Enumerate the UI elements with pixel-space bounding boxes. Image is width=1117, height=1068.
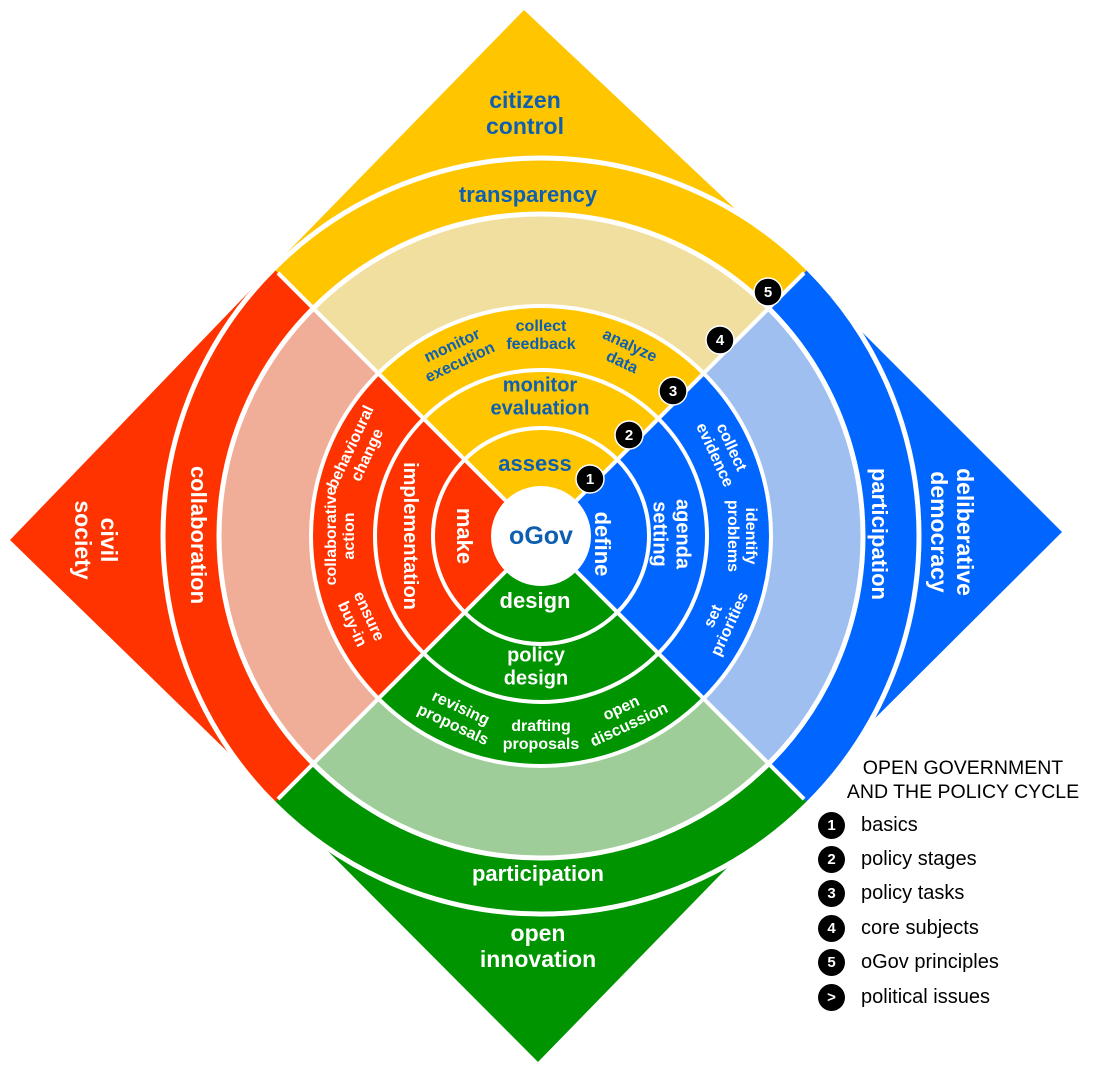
legend-title: OPEN GOVERNMENT AND THE POLICY CYCLE (818, 756, 1108, 804)
legend-label: basics (861, 813, 918, 836)
quadrant-divider (276, 271, 508, 503)
quadrant-divider (276, 569, 508, 801)
ring-separator (216, 211, 866, 861)
legend-title-line-1: OPEN GOVERNMENT (862, 757, 1064, 779)
level-badge-number: 1 (586, 471, 594, 488)
level-badge (705, 325, 735, 355)
level-badge (614, 420, 644, 450)
level-badge-number: 2 (625, 427, 633, 444)
level-badge (658, 376, 688, 406)
ring-separator (309, 304, 773, 768)
level-badge-number: 5 (764, 284, 772, 301)
legend-badge: > (818, 983, 845, 1011)
principle-label-top: transparency (459, 182, 598, 207)
level-badge-number: 4 (716, 332, 725, 349)
corner-label-right: deliberativedemocracy (926, 468, 978, 596)
legend-item-political-issues: > political issues (818, 980, 1108, 1014)
legend-badge: 2 (818, 846, 845, 874)
corner-label-left: civilsociety (70, 500, 122, 579)
quadrant-divider (574, 569, 806, 801)
principle-label-bottom: participation (472, 861, 604, 886)
stage-label-top: assess (498, 451, 571, 476)
sector-layer (10, 10, 1062, 1062)
center-label: oGov (509, 522, 573, 550)
legend-item-core-subjects: 4 core subjects (818, 911, 1108, 945)
legend-badge: 3 (818, 880, 845, 908)
ring-separator (431, 426, 651, 646)
divider-layer (160, 155, 922, 917)
subject-label-left: implementation (399, 462, 421, 610)
legend-item-ogov-principles: 5 oGov principles (818, 946, 1108, 980)
legend-item-basics: 1 basics (818, 808, 1108, 842)
stage-label-bottom: design (500, 588, 571, 613)
legend-badge: 5 (818, 949, 845, 977)
task-label-left: collaborativeaction (323, 487, 358, 586)
stage-ring-bottom (464, 536, 618, 645)
subject-label-right: agendasetting (648, 499, 693, 570)
principle-label-right: participation (867, 468, 892, 600)
task-label-right: identifyproblems (724, 500, 759, 572)
stage-label-right: define (590, 512, 615, 577)
legend-title-line-2: AND THE POLICY CYCLE (846, 781, 1080, 803)
legend-label: policy stages (861, 848, 977, 871)
legend-label: oGov principles (861, 951, 999, 974)
stage-ring-top (464, 428, 618, 536)
level-badge (753, 277, 783, 307)
legend-label: political issues (861, 985, 990, 1008)
legend-badge: 4 (818, 914, 845, 942)
legend-badge: 1 (818, 811, 845, 839)
legend-item-policy-stages: 2 policy stages (818, 842, 1108, 876)
level-badge (575, 464, 605, 494)
ring-separator (160, 155, 922, 917)
legend-item-policy-tasks: 3 policy tasks (818, 877, 1108, 911)
legend-label: policy tasks (861, 882, 965, 905)
center-disc (491, 486, 591, 586)
stage-label-left: make (452, 508, 477, 564)
ring-separator (373, 368, 709, 704)
legend-label: core subjects (861, 916, 979, 939)
principle-label-left: collaboration (186, 466, 211, 604)
stage-ring-right (541, 459, 650, 613)
stage-ring-left (432, 459, 541, 613)
level-badge-number: 3 (669, 383, 677, 400)
legend: OPEN GOVERNMENT AND THE POLICY CYCLE 1 b… (818, 756, 1108, 1014)
quadrant-divider (574, 271, 806, 503)
